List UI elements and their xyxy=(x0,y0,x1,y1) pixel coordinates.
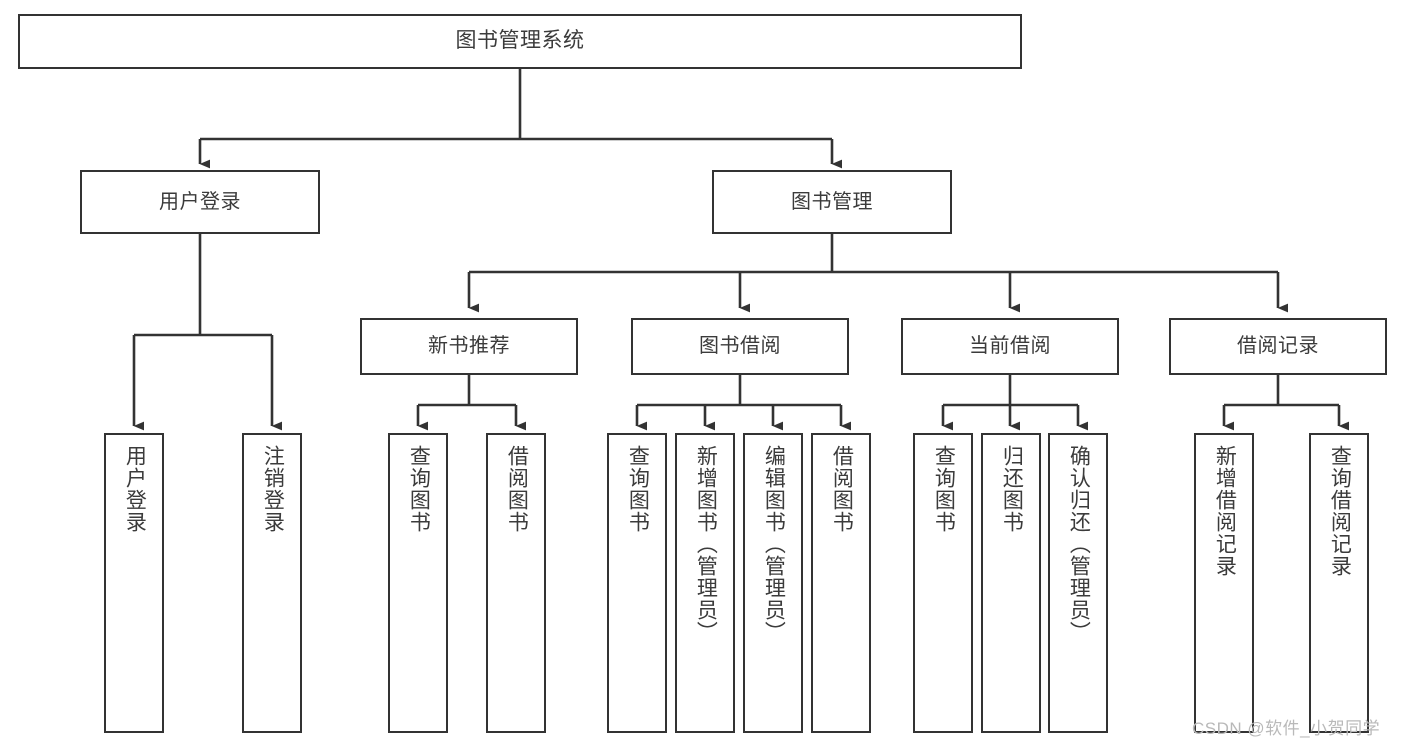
node-label: 图书管理系统 xyxy=(455,29,585,53)
leaf-record-query-record[interactable]: 查询借阅记录 xyxy=(1309,433,1369,733)
node-label: 查询借阅记录 xyxy=(1328,445,1352,577)
node-label: 新增借阅记录 xyxy=(1213,445,1237,577)
leaf-user-login-logout[interactable]: 注销登录 xyxy=(242,433,302,733)
node-label: 借阅记录 xyxy=(1237,335,1319,357)
node-borrow-record[interactable]: 借阅记录 xyxy=(1169,318,1387,375)
node-new-book-recommend[interactable]: 新书推荐 xyxy=(360,318,578,375)
node-label: 新书推荐 xyxy=(428,335,510,357)
leaf-borrow-add-book-admin[interactable]: 新增图书（管理员） xyxy=(675,433,735,733)
node-book-borrow[interactable]: 图书借阅 xyxy=(631,318,849,375)
node-label: 用户登录 xyxy=(123,445,147,533)
node-current-borrow[interactable]: 当前借阅 xyxy=(901,318,1119,375)
leaf-recommend-borrow-book[interactable]: 借阅图书 xyxy=(486,433,546,733)
node-label: 借阅图书 xyxy=(505,445,529,533)
node-label: 新增图书（管理员） xyxy=(694,445,718,643)
node-label: 图书借阅 xyxy=(699,335,781,357)
leaf-current-query-book[interactable]: 查询图书 xyxy=(913,433,973,733)
node-book-management[interactable]: 图书管理 xyxy=(712,170,952,234)
leaf-user-login-login[interactable]: 用户登录 xyxy=(104,433,164,733)
node-root-system[interactable]: 图书管理系统 xyxy=(18,14,1022,69)
leaf-borrow-query-book[interactable]: 查询图书 xyxy=(607,433,667,733)
leaf-recommend-query-book[interactable]: 查询图书 xyxy=(388,433,448,733)
node-label: 归还图书 xyxy=(1000,445,1024,533)
leaf-borrow-edit-book-admin[interactable]: 编辑图书（管理员） xyxy=(743,433,803,733)
node-user-login[interactable]: 用户登录 xyxy=(80,170,320,234)
node-label: 用户登录 xyxy=(159,190,241,213)
node-label: 查询图书 xyxy=(932,445,956,533)
leaf-record-add-record[interactable]: 新增借阅记录 xyxy=(1194,433,1254,733)
node-label: 查询图书 xyxy=(626,445,650,533)
leaf-borrow-borrow-book[interactable]: 借阅图书 xyxy=(811,433,871,733)
node-label: 查询图书 xyxy=(407,445,431,533)
node-label: 当前借阅 xyxy=(969,335,1051,357)
node-label: 图书管理 xyxy=(791,190,873,213)
node-label: 借阅图书 xyxy=(830,445,854,533)
leaf-current-return-book[interactable]: 归还图书 xyxy=(981,433,1041,733)
node-label: 确认归还（管理员） xyxy=(1067,445,1091,643)
node-label: 编辑图书（管理员） xyxy=(762,445,786,643)
leaf-current-confirm-return-admin[interactable]: 确认归还（管理员） xyxy=(1048,433,1108,733)
node-label: 注销登录 xyxy=(261,445,285,533)
